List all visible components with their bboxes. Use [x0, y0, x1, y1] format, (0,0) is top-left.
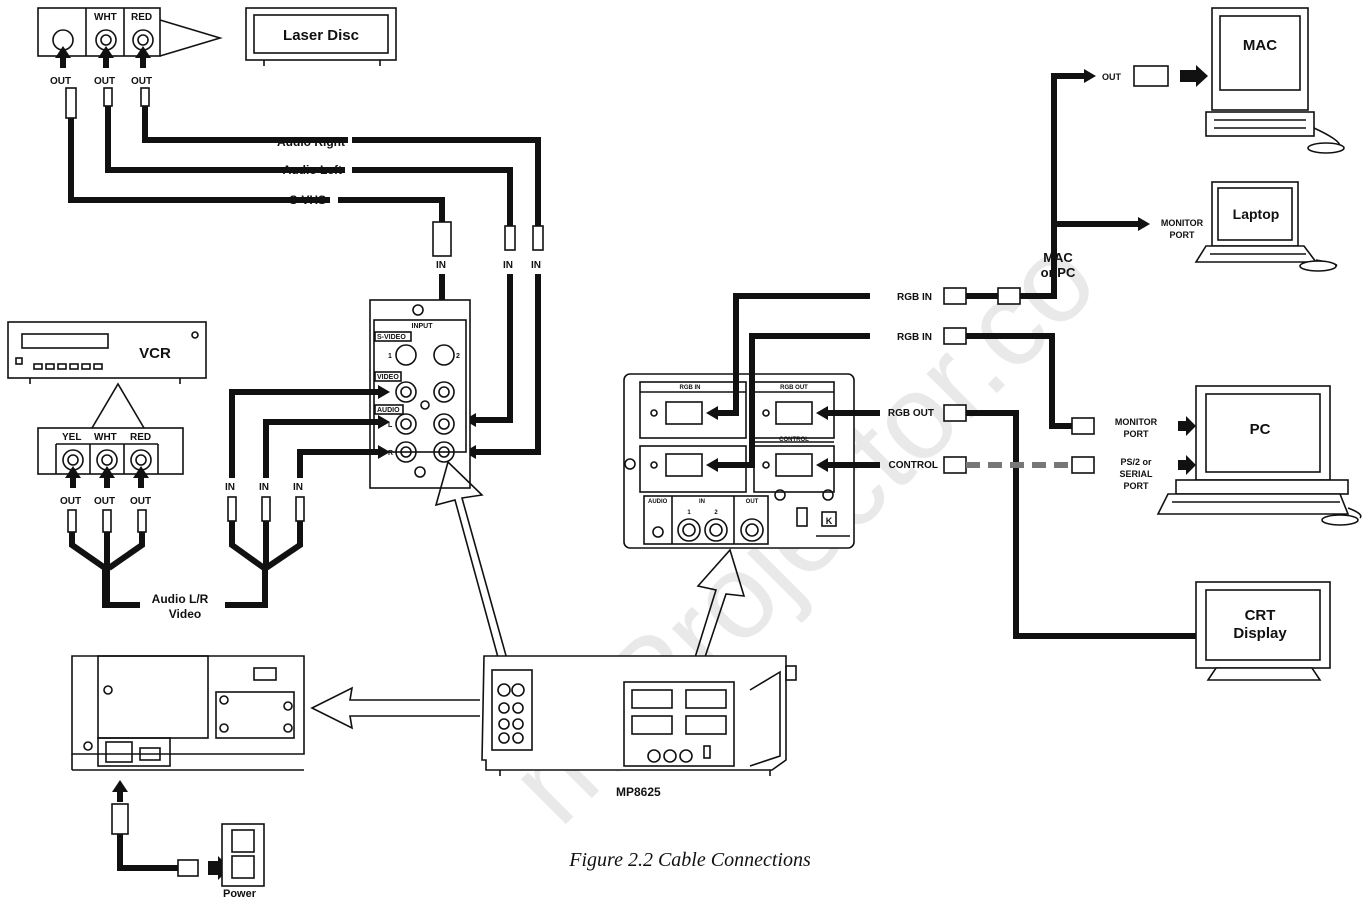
laser-disc-name: Laser Disc — [283, 27, 359, 44]
vcr-wht-label: WHT — [94, 432, 117, 443]
laptop-label: Laptop — [1233, 206, 1280, 222]
projector-icon — [481, 655, 797, 776]
vcr-in-label-2: IN — [259, 482, 269, 493]
vcr-out-label-3: OUT — [130, 496, 151, 507]
rgb-panel-audio-out-label: OUT — [746, 499, 759, 505]
svideo-1-number: 1 — [388, 353, 392, 360]
rgb-in-2-label: RGB IN — [897, 332, 932, 343]
input-panel: INPUT S-VIDEO 1 2 VIDEO AUDIO L R — [369, 299, 471, 489]
svideo-label: S-VIDEO — [377, 334, 406, 341]
vcr-jack-panel — [37, 427, 184, 475]
rgb-panel-in-label: RGB IN — [680, 385, 701, 391]
audio-left-in-label: IN — [503, 260, 513, 271]
vcr-bundle-label-1: Audio L/R — [152, 592, 209, 606]
laser-disc-out-label-2: OUT — [94, 76, 115, 87]
rgb-panel-audio-label: AUDIO — [648, 499, 668, 505]
rgb-panel-audio-in-label: IN — [699, 499, 705, 505]
vcr-bundle-label-2: Video — [169, 607, 201, 621]
rgb-panel-callout-arrow — [687, 548, 746, 685]
audio-left-letter: L — [388, 422, 393, 429]
ps2-label-1: PS/2 or — [1120, 457, 1152, 467]
laptop-monitor-port-label-2: PORT — [1169, 230, 1195, 240]
audio-l2-port-icon — [433, 413, 455, 435]
pc-monitor-port-label-1: MONITOR — [1115, 417, 1158, 427]
crt-label-2: Display — [1233, 625, 1287, 642]
vcr-in-label-3: IN — [293, 482, 303, 493]
kensington-lock-icon: K — [826, 516, 833, 526]
projector-model-label: MP8625 — [616, 785, 661, 799]
laser-disc-player-icon — [245, 7, 397, 66]
mac-adapter-icon — [1133, 65, 1169, 87]
mac-computer-icon — [1205, 7, 1345, 154]
mac-or-pc-label-1: MAC — [1043, 250, 1073, 265]
audio-r1-port-icon — [395, 441, 417, 463]
rgb-panel-audio-2: 2 — [714, 510, 718, 516]
audio-right-letter: R — [388, 450, 393, 457]
svideo-2-port-icon — [433, 344, 455, 366]
svideo-2-number: 2 — [456, 353, 460, 360]
laser-disc-jack-panel — [37, 7, 161, 57]
audio-l1-port-icon — [395, 413, 417, 435]
audio-right-in-label: IN — [531, 260, 541, 271]
laptop-computer-icon — [1194, 181, 1338, 272]
video-2-port-icon — [433, 381, 455, 403]
vga-connectors — [943, 287, 1095, 474]
svhs-in-label: IN — [436, 260, 446, 271]
input-panel-callout-arrow — [434, 460, 511, 673]
control-label: CONTROL — [889, 460, 938, 471]
rgb-out-label: RGB OUT — [888, 408, 934, 419]
svhs-cable-label: S-VHS — [289, 193, 326, 207]
audio-right-cable-label: Audio Right — [277, 135, 345, 149]
laser-disc-wht-label: WHT — [94, 12, 117, 23]
rear-view-callout-arrow — [310, 686, 480, 730]
rgb-panel-audio-1: 1 — [687, 510, 691, 516]
vcr-icon — [7, 321, 207, 384]
vcr-in-label-1: IN — [225, 482, 235, 493]
laser-disc-out-label-3: OUT — [131, 76, 152, 87]
laser-disc-red-label: RED — [131, 12, 152, 23]
ps2-label-2: SERIAL — [1119, 469, 1153, 479]
video-label: VIDEO — [377, 374, 399, 381]
mac-or-pc-label-2: or PC — [1041, 265, 1076, 280]
vcr-yel-label: YEL — [62, 432, 81, 443]
video-1-port-icon — [395, 381, 417, 403]
vcr-red-label: RED — [130, 432, 151, 443]
vcr-out-label-2: OUT — [94, 496, 115, 507]
pc-computer-icon — [1156, 385, 1362, 526]
rgb-panel-control-label: CONTROL — [779, 437, 809, 443]
rgb-panel-out-label: RGB OUT — [780, 385, 808, 391]
audio-left-cable-label: Audio Left — [283, 163, 342, 177]
svideo-1-port-icon — [395, 344, 417, 366]
figure-caption: Figure 2.2 Cable Connections — [568, 849, 811, 871]
audio-label: AUDIO — [377, 407, 400, 414]
power-plug-icon — [111, 803, 129, 835]
power-label: Power — [223, 888, 257, 900]
vcr-out-label-1: OUT — [60, 496, 81, 507]
laptop-monitor-port-label-1: MONITOR — [1161, 218, 1204, 228]
pc-label: PC — [1250, 421, 1271, 438]
pc-monitor-port-label-2: PORT — [1123, 429, 1149, 439]
input-panel-title: INPUT — [412, 323, 434, 330]
mac-label: MAC — [1243, 37, 1277, 54]
rgb-connection-panel — [623, 373, 855, 549]
mac-out-label: OUT — [1102, 72, 1122, 82]
crt-label-1: CRT — [1245, 607, 1276, 624]
crt-display-icon — [1195, 581, 1331, 681]
power-outlet-icon — [221, 823, 265, 887]
vcr-name: VCR — [139, 345, 171, 362]
rgb-in-1-label: RGB IN — [897, 292, 932, 303]
audio-r2-port-icon — [433, 441, 455, 463]
ps2-label-3: PORT — [1123, 481, 1149, 491]
projector-rear-view-icon — [71, 655, 305, 771]
laser-disc-out-label-1: OUT — [50, 76, 71, 87]
